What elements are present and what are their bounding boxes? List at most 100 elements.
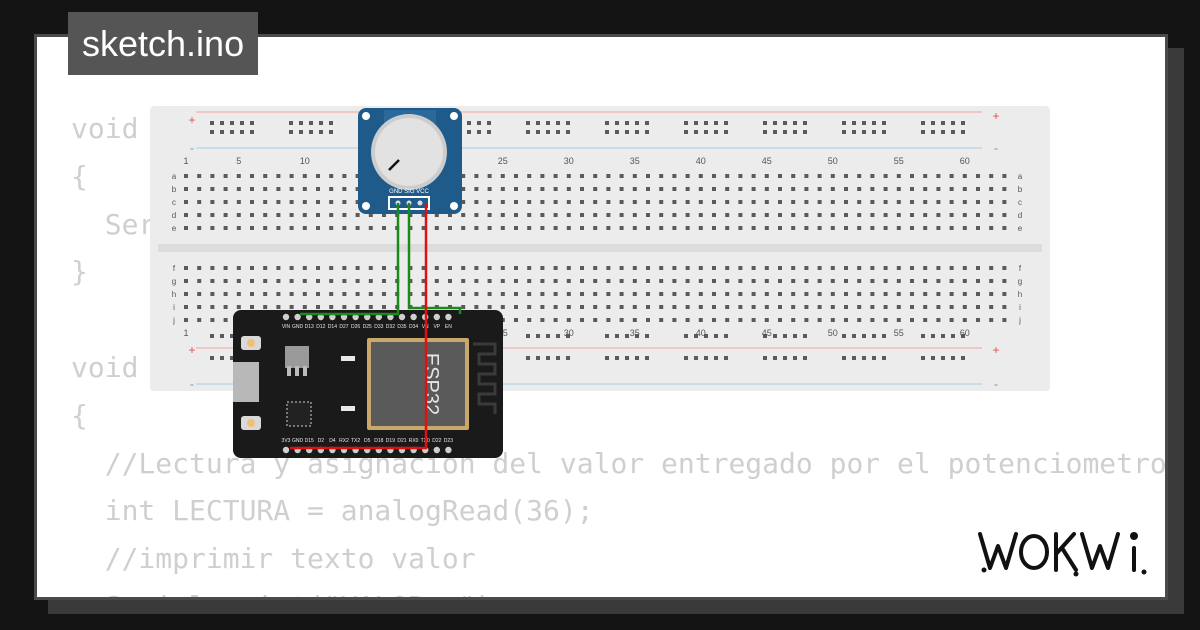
row-label: a: [1018, 172, 1023, 181]
esp32-pin-top[interactable]: [433, 313, 440, 321]
esp32-pin-label: GND: [292, 324, 304, 330]
esp32-pin-bottom[interactable]: [398, 446, 406, 454]
esp32-pin-label: TX0: [421, 438, 430, 444]
esp32-pin-label: D14: [328, 324, 337, 330]
esp32-pin-bottom[interactable]: [410, 446, 417, 454]
pot-pin-sig[interactable]: [406, 200, 412, 206]
code-line: int LECTURA = analogRead(36);: [71, 494, 594, 528]
esp32-pin-top[interactable]: [340, 313, 348, 321]
row-label: g: [172, 277, 176, 286]
esp32-pin-label: RX0: [409, 438, 419, 444]
esp32-pin-top[interactable]: [422, 313, 429, 321]
esp32-pin-bottom[interactable]: [375, 446, 382, 454]
esp32-pin-label: VP: [433, 324, 440, 330]
pot-pin-labels: GND SIG VCC: [389, 189, 429, 195]
knob-pointer: [388, 159, 400, 171]
esp32-pin-top[interactable]: [352, 313, 359, 321]
esp32-pin-label: D13: [305, 324, 314, 330]
usb-port: [233, 362, 259, 402]
esp32-pin-bottom[interactable]: [340, 446, 348, 454]
esp32-pin-bottom[interactable]: [433, 446, 440, 454]
column-number: 45: [762, 328, 772, 338]
row-label: b: [172, 185, 177, 194]
rail-minus-sign: -: [994, 141, 998, 155]
esp32-pin-label: D18: [374, 438, 383, 444]
row-label: b: [1018, 185, 1023, 194]
esp32-pin-bottom[interactable]: [352, 446, 359, 454]
pot-pin-vcc[interactable]: [417, 200, 423, 206]
code-line: //Lectura y asignacion del valor entrega…: [71, 446, 1167, 480]
esp32-pin-top[interactable]: [329, 313, 336, 321]
esp32-pin-top[interactable]: [282, 313, 290, 321]
esp32-pin-label: EN: [445, 324, 452, 330]
esp32-pin-label: D33: [374, 324, 383, 330]
esp32-pin-top[interactable]: [306, 313, 313, 321]
esp32-pin-label: D32: [386, 324, 395, 330]
esp32-pin-bottom[interactable]: [387, 446, 394, 454]
esp32-pin-top[interactable]: [445, 313, 452, 321]
esp32-pin-bottom[interactable]: [445, 446, 452, 454]
voltage-regulator: [285, 346, 309, 368]
esp32-pin-bottom[interactable]: [422, 446, 429, 454]
rail-plus-sign: +: [992, 109, 999, 123]
code-line: {: [71, 398, 88, 432]
rail-plus-sign: +: [188, 343, 195, 357]
esp32-pin-bottom[interactable]: [306, 446, 313, 454]
column-number: 55: [894, 328, 904, 338]
column-number: 30: [564, 328, 574, 338]
rail-minus-sign: -: [994, 377, 998, 391]
row-label: j: [1018, 316, 1021, 325]
column-number: 40: [696, 328, 706, 338]
rail-minus-sign: -: [190, 141, 194, 155]
column-number: 35: [630, 156, 640, 166]
pot-pin-gnd[interactable]: [395, 200, 401, 206]
esp32-pin-label: D5: [364, 438, 371, 444]
esp32-pin-top[interactable]: [375, 313, 382, 321]
esp32-pin-top[interactable]: [398, 313, 406, 321]
sketch-title: sketch.ino: [68, 12, 259, 75]
row-label: f: [1019, 264, 1022, 273]
column-number: 5: [236, 156, 241, 166]
row-label: j: [172, 316, 175, 325]
column-number: 60: [960, 328, 970, 338]
esp32-pin-top[interactable]: [387, 313, 394, 321]
wokwi-logo[interactable]: [976, 524, 1152, 580]
row-label: d: [1018, 211, 1022, 220]
esp32-pin-top[interactable]: [317, 313, 324, 321]
column-number: 45: [762, 156, 772, 166]
column-number: 10: [300, 156, 310, 166]
row-label: h: [172, 290, 176, 299]
column-number: 1: [183, 328, 188, 338]
esp32-pin-label: D35: [397, 324, 406, 330]
esp32-pin-label: D12: [316, 324, 325, 330]
code-line: }: [71, 255, 88, 289]
esp32-pin-label: TX2: [351, 438, 360, 444]
column-number: 55: [894, 156, 904, 166]
esp32-pin-top[interactable]: [410, 313, 417, 321]
code-line: //imprimir texto valor: [71, 542, 476, 576]
row-label: i: [173, 303, 175, 312]
column-number: 35: [630, 328, 640, 338]
knob[interactable]: [375, 118, 443, 186]
column-number: 60: [960, 156, 970, 166]
esp32-pin-label: VN: [422, 324, 429, 330]
esp32-pin-label: 3V3: [282, 438, 291, 444]
esp32-pin-top[interactable]: [364, 313, 371, 321]
row-label: c: [1018, 198, 1022, 207]
potentiometer[interactable]: GND SIG VCC: [358, 108, 462, 214]
code-line: Serial.print("VALOR: ");: [71, 583, 1165, 597]
esp32-pin-bottom[interactable]: [364, 446, 371, 454]
esp32-pin-top[interactable]: [294, 313, 301, 321]
esp32-pin-bottom[interactable]: [317, 446, 324, 454]
esp32-pin-bottom[interactable]: [329, 446, 336, 454]
column-number: 50: [828, 328, 838, 338]
row-label: i: [1019, 303, 1021, 312]
column-number: 1: [183, 156, 188, 166]
esp32-pin-label: D19: [386, 438, 395, 444]
esp32-pin-bottom[interactable]: [282, 446, 290, 454]
row-label: e: [1018, 224, 1023, 233]
row-label: g: [1018, 277, 1022, 286]
row-label: h: [1018, 290, 1022, 299]
esp32-pin-bottom[interactable]: [294, 446, 301, 454]
